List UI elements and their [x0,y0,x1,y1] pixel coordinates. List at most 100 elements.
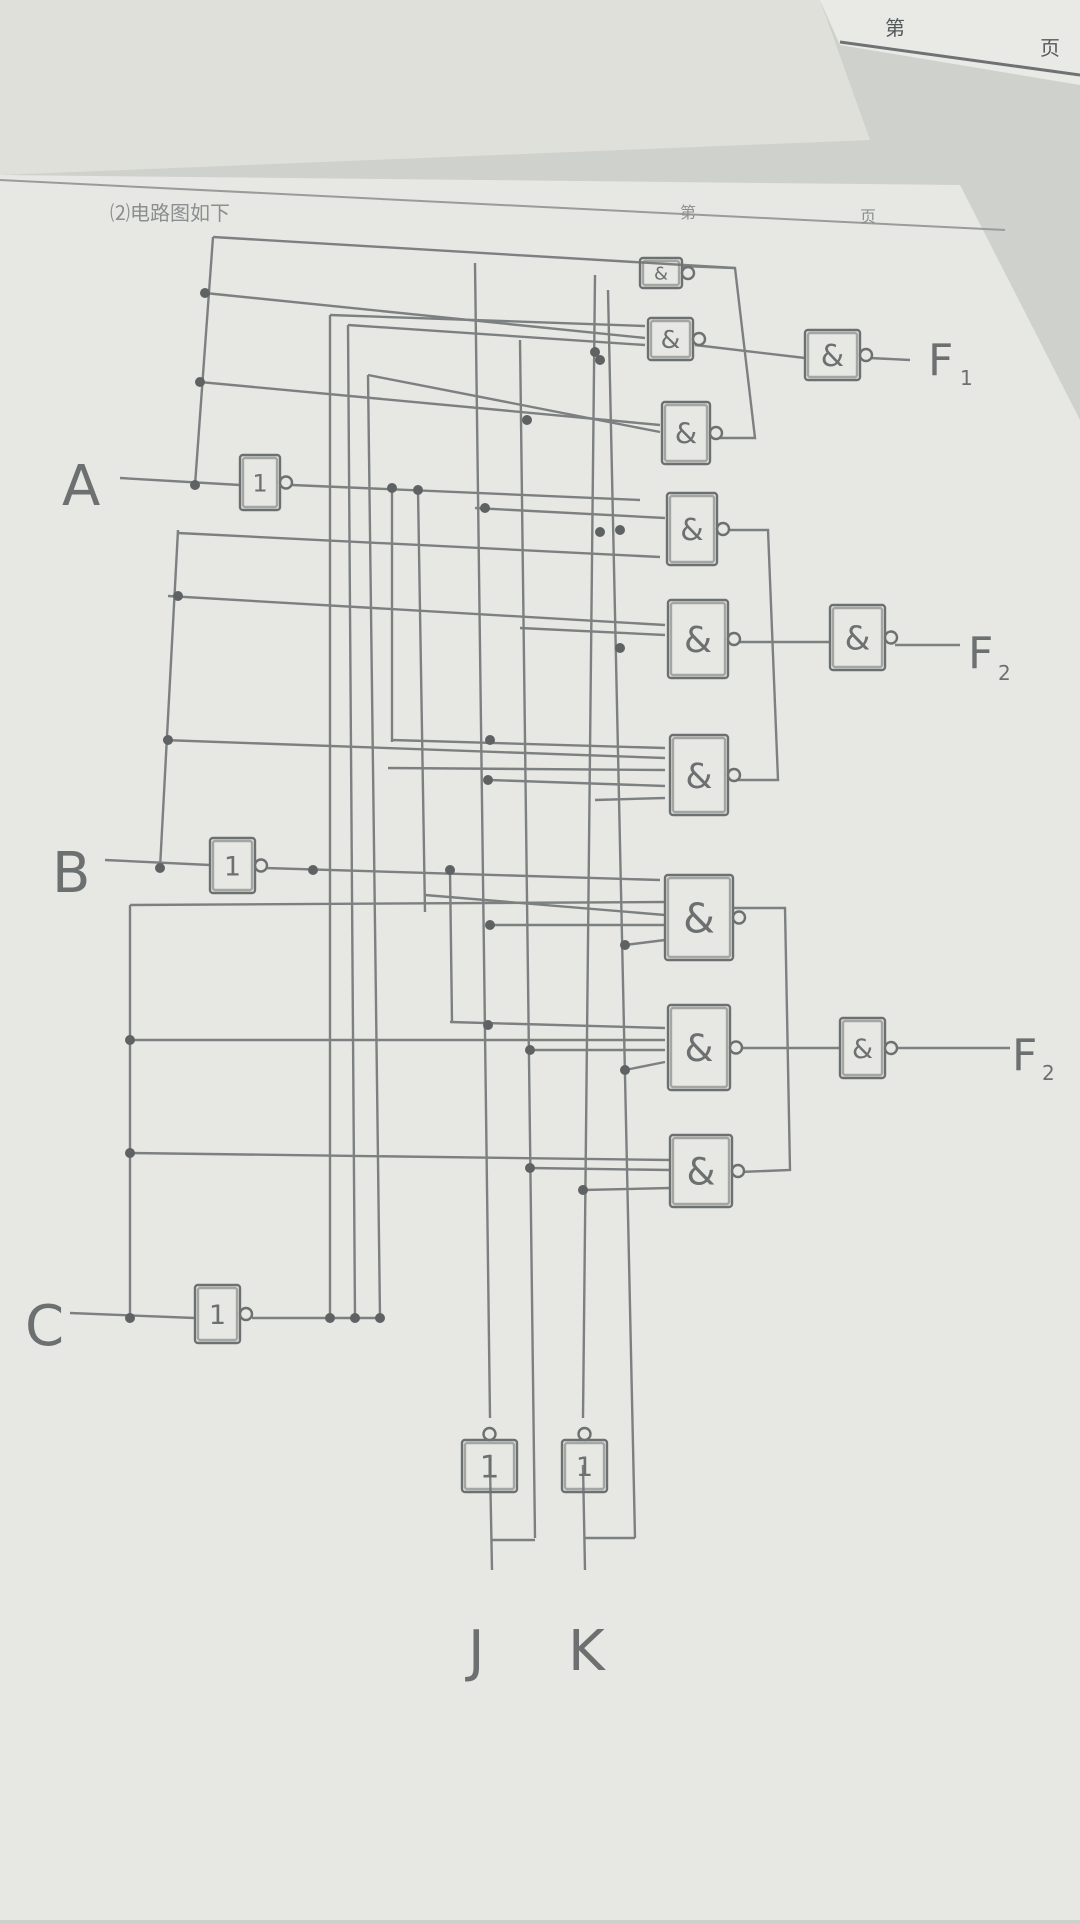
gate-and-8: & [666,1003,744,1092]
gate-and-f2-inner [831,606,884,669]
output-label-f1-sub: 1 [960,366,973,390]
gate-not-k-symbol: 1 [576,1452,593,1483]
gate-not-j-inner [463,1441,516,1491]
gate-and-9-inverter-bubble [730,1163,746,1179]
output-label-f3-sub: 2 [1042,1061,1055,1085]
gate-not-a-inner [241,456,279,509]
gate-and-6-symbol: & [685,757,712,797]
top-sheet-mark-2: 页 [1040,36,1060,60]
notebook-header-rule [0,179,1006,231]
wire-c-g7 [129,900,666,907]
wire-c-g9 [129,1151,671,1162]
bus-b [158,529,180,869]
junction-dot [195,377,205,387]
wire-out-group1 [681,264,757,440]
gate-and-3-inverter-bubble [708,425,724,441]
junction-dot [350,1313,360,1323]
wire-out-g2-f1 [694,343,806,360]
gate-and-3: & [660,400,724,466]
wire-gate5-in [519,626,666,637]
wire-gate8-in-3 [624,1060,666,1072]
junction-dot [173,591,183,601]
junction-dot [125,1148,135,1158]
gate-not-k-inner [563,1441,606,1491]
junction-dot [387,483,397,493]
bus-k-not [606,289,637,1539]
gate-and-f1: & [803,328,874,382]
gate-and-7-inverter-bubble [731,910,747,925]
bus-j-not [518,339,537,1539]
junction-dot [325,1313,335,1323]
gate-not-k-inverter-bubble [577,1426,592,1442]
top-paper-sheet [0,0,870,175]
gate-not-b: 1 [208,836,269,895]
output-label-f2-sub: 2 [998,661,1011,685]
wire-cnot-g1 [329,313,646,328]
junction-dot [155,863,165,873]
gate-and-f2: & [828,603,899,672]
gate-and-5: & [666,598,742,680]
junction-dot [595,355,605,365]
gate-and-f1-symbol: & [821,339,844,374]
sheet-header-mark-2: 页 [860,207,876,226]
gate-not-a-inverter-bubble [278,475,294,490]
gate-and-f2-symbol: & [845,619,871,658]
junction-dot [485,735,495,745]
wires [69,235,1010,1571]
wire-a-in [119,476,241,487]
wire-b-g4 [177,531,661,559]
gate-and-f3-inverter-bubble [883,1040,899,1056]
gate-not-b-symbol: 1 [224,851,241,882]
gate-and-8-inner [669,1006,729,1089]
top-sheet-mark-1: 第 [885,16,905,40]
wire-out-group2 [720,528,780,782]
gate-and-7: & [663,873,747,962]
gate-and-2: & [646,316,707,362]
junction-dot [525,1045,535,1055]
wire-f1-out [869,356,911,362]
junction-dot [200,288,210,298]
labels: A B C J K F 1 F 2 F 2 [25,335,1055,1684]
gate-not-b-inverter-bubble [253,858,269,873]
wire-b-g6 [162,738,666,760]
gate-and-7-symbol: & [683,894,715,942]
junction-dot [445,865,455,875]
junction-dot [308,865,318,875]
top-sheet-rule [839,40,1080,77]
input-label-c: C [25,1294,64,1359]
gate-and-2-inverter-bubble [691,331,707,347]
gate-and-f1-inverter-bubble [858,347,874,363]
gate-and-2-symbol: & [661,325,681,354]
output-label-f3: F [1012,1030,1037,1081]
wire-out-group3 [733,906,792,1174]
wire-a-top [212,235,736,270]
gate-not-a: 1 [238,453,294,512]
gate-and-9-symbol: & [687,1150,716,1194]
wire-gate6-in-4 [594,796,666,802]
gate-not-j-symbol: 1 [480,1449,500,1485]
bus-c-not-3 [366,374,382,1319]
junction-dots [125,288,630,1323]
output-label-f2: F [968,628,993,679]
junction-dot [615,643,625,653]
junction-dot [190,480,200,490]
wire-b-g5 [167,594,666,627]
gate-and-8-inverter-bubble [728,1040,744,1055]
junction-dot [595,527,605,537]
junction-dot [125,1313,135,1323]
gate-and-6-inverter-bubble [726,767,742,783]
gate-and-1: & [638,256,696,290]
right-paper-sheet [820,0,1080,85]
gate-and-f1-inner [806,331,859,379]
junction-dot [620,1065,630,1075]
gate-and-4: & [665,491,731,567]
gate-and-3-symbol: & [675,417,697,451]
gate-not-j-inverter-bubble [482,1426,497,1442]
bus-a [193,236,215,486]
wire-gate6-in-2 [387,766,666,772]
gate-and-3-inner [663,403,709,463]
junction-dot [578,1185,588,1195]
bus-b-not [448,869,454,1023]
